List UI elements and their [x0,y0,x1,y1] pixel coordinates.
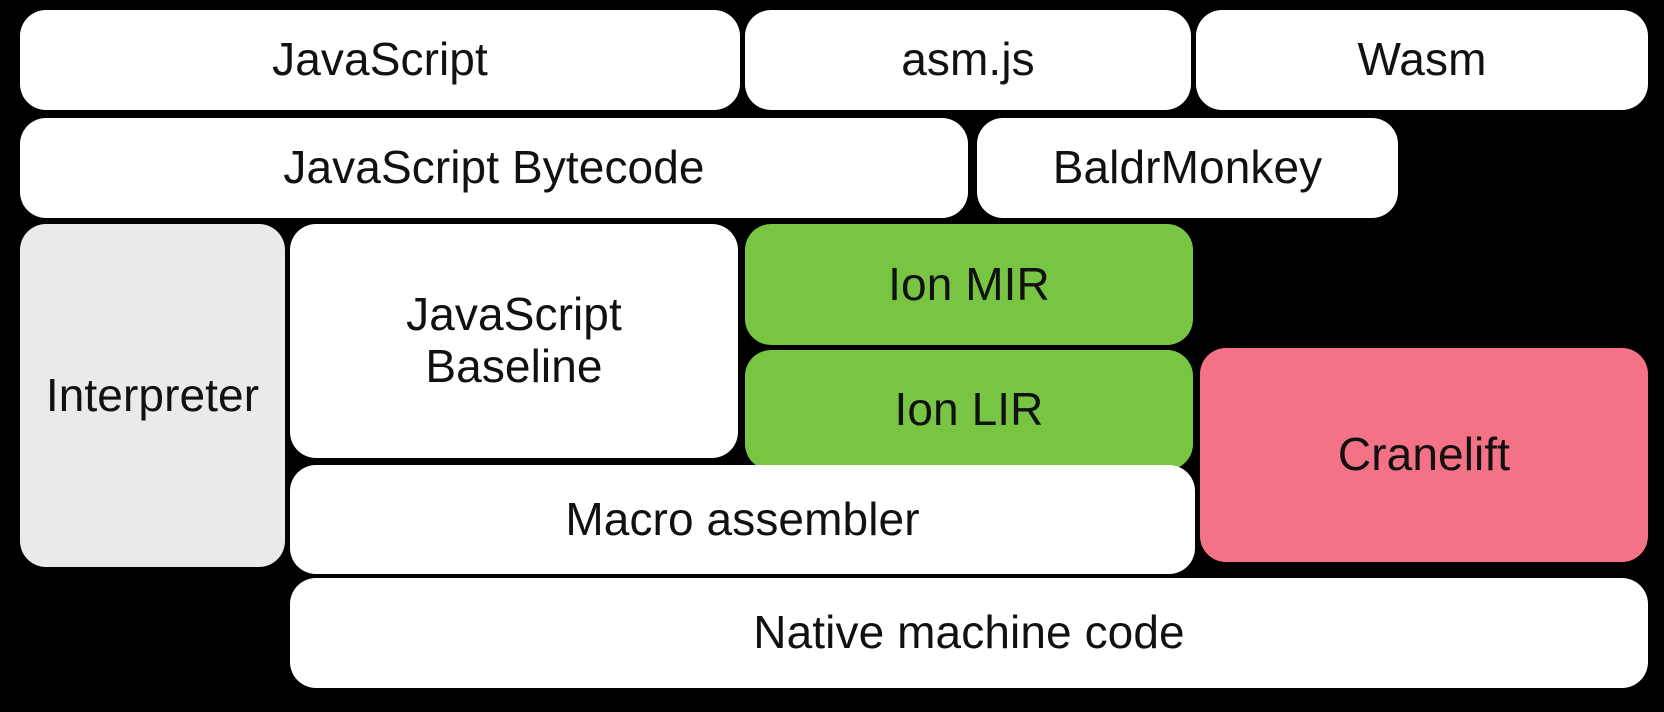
diagram-node-label: asm.js [901,33,1035,86]
diagram-node-label: Cranelift [1337,428,1511,481]
diagram-node-javascript-bytecode: JavaScript Bytecode [20,118,968,218]
diagram-node-cranelift: Cranelift [1200,348,1648,562]
diagram-node-baldrmonkey: BaldrMonkey [977,118,1398,218]
diagram-node-label: Ion LIR [894,383,1044,436]
diagram-node-label: Interpreter [45,368,260,421]
diagram-node-native-machine-code: Native machine code [290,578,1648,688]
diagram-node-ion-mir: Ion MIR [745,224,1193,345]
diagram-node-label: BaldrMonkey [1052,141,1323,194]
diagram-node-javascript: JavaScript [20,10,740,110]
diagram-node-label: JavaScript Baseline [406,288,622,392]
diagram-node-label: Macro assembler [565,492,920,545]
diagram-node-label: JavaScript Bytecode [283,141,705,194]
diagram-node-label: Ion MIR [888,257,1050,310]
diagram-node-wasm: Wasm [1196,10,1648,110]
diagram-node-interpreter: Interpreter [20,224,285,567]
diagram-node-macro-assembler: Macro assembler [290,465,1195,574]
diagram-node-label: JavaScript [272,33,488,86]
diagram-node-label: Native machine code [753,606,1185,659]
diagram-node-asmjs: asm.js [745,10,1191,110]
diagram-node-ion-lir: Ion LIR [745,350,1193,470]
diagram-node-javascript-baseline: JavaScript Baseline [290,224,738,458]
diagram-node-label: Wasm [1357,33,1487,86]
